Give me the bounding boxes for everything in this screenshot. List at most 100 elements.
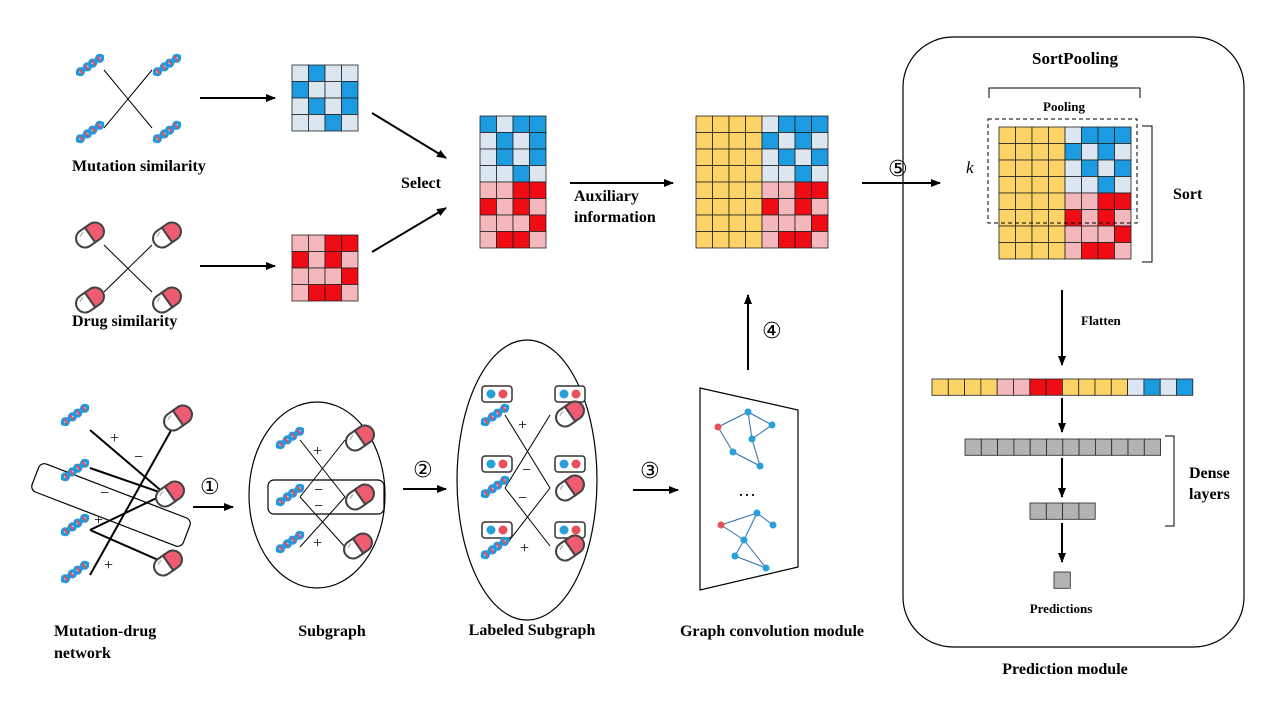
subgraph: + − − + [248, 401, 386, 589]
graph-edges-top [717, 411, 773, 467]
matrix-cell [1081, 126, 1099, 144]
matrix-cell [341, 114, 359, 132]
matrix-cell [291, 114, 309, 132]
matrix-cell [1015, 242, 1033, 260]
matrix-cell [1097, 159, 1115, 177]
matrix-cell [529, 231, 547, 249]
matrix-cell [728, 214, 746, 232]
auxiliary-label-line1: Auxiliary [574, 188, 639, 205]
matrix-cell [811, 132, 829, 150]
matrix-cell [1081, 143, 1099, 161]
edge-sign: + [313, 535, 322, 552]
matrix-cell [1097, 242, 1115, 260]
step-5: ⑤ [888, 157, 908, 182]
dna-icon [274, 529, 306, 555]
matrix-cell [794, 198, 812, 216]
matrix-cell [728, 115, 746, 133]
prediction-module-label: Prediction module [1002, 661, 1128, 678]
matrix-cell [1015, 192, 1033, 210]
matrix-cell [1029, 438, 1047, 456]
matrix-cell [1111, 438, 1129, 456]
matrix-cell [1114, 225, 1132, 243]
select-label: Select [401, 175, 441, 192]
matrix-cell [479, 231, 497, 249]
matrix-cell [308, 114, 326, 132]
matrix-cell [1159, 378, 1177, 396]
matrix-cell [308, 267, 326, 285]
matrix-cell [1110, 378, 1129, 396]
prediction-output [1053, 571, 1071, 589]
matrix-cell [1029, 378, 1047, 396]
matrix-cell [998, 159, 1016, 177]
capsule-icon [151, 477, 189, 511]
matrix-cell [512, 115, 530, 133]
matrix-cell [794, 231, 812, 249]
matrix-cell [512, 181, 530, 199]
step-3: ③ [640, 459, 660, 484]
graph-node [717, 521, 725, 529]
matrix-cell [811, 231, 829, 249]
node-label-box [554, 521, 586, 539]
matrix-cell [1127, 438, 1145, 456]
matrix-cell [1064, 143, 1082, 161]
matrix-cell [291, 64, 309, 82]
step-2: ② [413, 458, 433, 483]
capsule-icon [148, 218, 186, 252]
matrix-cell [1048, 242, 1066, 260]
matrix-cell [728, 181, 746, 199]
matrix-cell [308, 64, 326, 82]
matrix-cell [778, 165, 796, 183]
flatten-label: Flatten [1081, 313, 1121, 328]
edge [504, 414, 551, 489]
drug-similarity-group [71, 218, 186, 317]
matrix-cell [512, 148, 530, 166]
capsule-icon [551, 397, 589, 431]
matrix-cell [1064, 209, 1082, 227]
graph-node [729, 448, 737, 456]
matrix-cell [512, 231, 530, 249]
matrix-cell [529, 198, 547, 216]
matrix-cell [745, 148, 763, 166]
dna-icon [274, 482, 306, 508]
matrix-cell [1048, 126, 1066, 144]
matrix-cell [324, 81, 342, 99]
matrix-cell [1064, 176, 1082, 194]
matrix-cell [291, 81, 309, 99]
matrix-cell [529, 115, 547, 133]
dna-icon [479, 535, 511, 561]
labeled-subgraph-label: Labeled Subgraph [468, 622, 596, 639]
edge-sign: + [94, 512, 103, 529]
matrix-cell [1097, 143, 1115, 161]
matrix-cell [1176, 378, 1194, 396]
matrix-cell [811, 181, 829, 199]
matrix-cell [1097, 192, 1115, 210]
matrix-cell [308, 81, 326, 99]
matrix-cell [1064, 159, 1082, 177]
arrow [371, 207, 447, 253]
edge [89, 417, 179, 576]
matrix-cell [745, 181, 763, 199]
matrix-cell [745, 231, 763, 249]
matrix-cell [324, 267, 342, 285]
matrix-cell [291, 267, 309, 285]
matrix-cell [496, 148, 514, 166]
matrix-cell [947, 378, 965, 396]
matrix-cell [1048, 209, 1066, 227]
matrix-cell [1031, 209, 1049, 227]
matrix-cell [996, 378, 1014, 396]
matrix-cell [964, 438, 982, 456]
matrix-cell [1013, 378, 1031, 396]
sortpooling-label: SortPooling [1032, 49, 1118, 68]
matrix-cell [529, 181, 547, 199]
matrix-cell [778, 181, 796, 199]
matrix-cell [778, 148, 796, 166]
matrix-cell [1045, 502, 1064, 520]
edge-sign: − [134, 449, 143, 466]
matrix-cell [712, 214, 730, 232]
matrix-cell [1031, 176, 1049, 194]
capsule-icon [149, 546, 187, 580]
sort-label: Sort [1173, 186, 1203, 203]
matrix-cell [761, 231, 779, 249]
gcn-label: Graph convolution module [679, 623, 865, 640]
node-label-box [554, 385, 586, 403]
